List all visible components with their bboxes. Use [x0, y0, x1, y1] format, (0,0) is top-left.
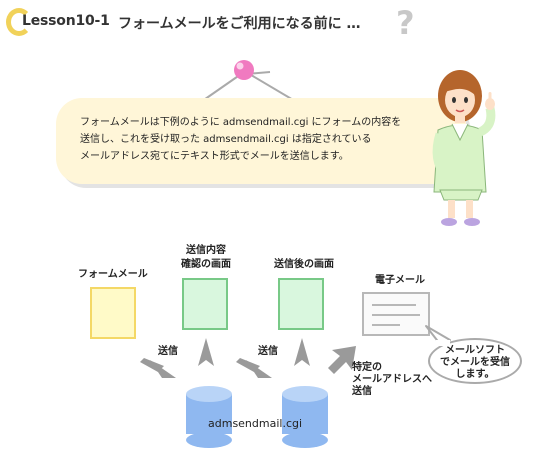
arrow-form-to-cgi — [140, 358, 176, 378]
mail-soft-line-2: でメールを受信 — [440, 357, 510, 368]
mail-soft-bubble — [428, 338, 522, 384]
confirm-label-2: 確認の画面 — [181, 259, 231, 270]
send-to-line-1: 特定の — [352, 362, 382, 373]
confirm-label-1: 送信内容 — [186, 245, 226, 256]
arrow-confirm-to-cgi — [236, 358, 272, 378]
mail-soft-line-1: メールソフト — [445, 345, 505, 356]
send-to-line-2: メールアドレスへ — [352, 374, 432, 385]
intro-text: フォームメールは下例のように admsendmail.cgi にフォームの内容を… — [80, 114, 450, 165]
intro-line-2: 送信し、これを受け取った admsendmail.cgi は指定されている — [80, 134, 372, 145]
mail-soft-text: メールソフト でメールを受信 します。 — [430, 345, 520, 381]
intro-line-1: フォームメールは下例のように admsendmail.cgi にフォームの内容を — [80, 117, 402, 128]
form-mail-page — [90, 287, 136, 339]
send-label-1: 送信 — [158, 346, 178, 357]
form-mail-label: フォームメール — [78, 269, 148, 280]
send-to-address-label: 特定の メールアドレスへ 送信 — [352, 362, 432, 398]
send-to-line-3: 送信 — [352, 386, 372, 397]
intro-bubble — [56, 98, 466, 184]
intro-line-3: メールアドレス宛てにテキスト形式でメールを送信します。 — [80, 151, 349, 162]
lesson-number: Lesson10-1 — [22, 13, 110, 29]
email-label: 電子メール — [375, 275, 425, 286]
arrow-cgi-to-email — [328, 346, 356, 374]
page-title: フォームメールをご利用になる前に … — [118, 16, 361, 32]
mail-soft-line-3: します。 — [455, 369, 495, 380]
arrow-cgi-to-confirm — [198, 338, 214, 366]
cgi-label: admsendmail.cgi — [208, 417, 303, 430]
lesson-logo-icon — [6, 8, 32, 36]
question-mark-icon: ? — [396, 4, 415, 42]
email-message-icon — [362, 292, 430, 336]
after-send-page — [278, 278, 324, 330]
arrow-cgi-to-after — [294, 338, 310, 366]
send-label-2: 送信 — [258, 346, 278, 357]
after-send-label: 送信後の画面 — [274, 259, 334, 270]
confirm-page — [182, 278, 228, 330]
